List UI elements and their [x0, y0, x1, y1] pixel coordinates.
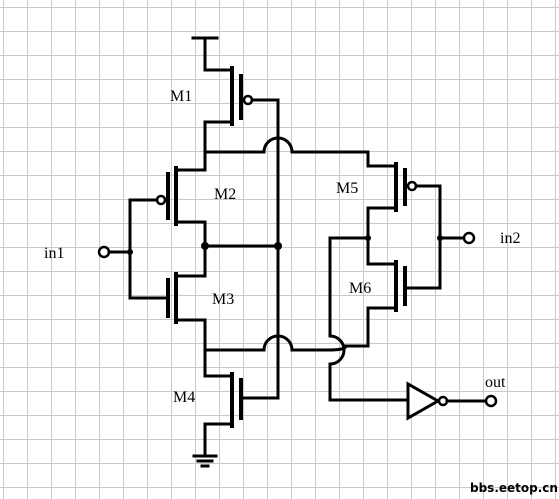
transistor-m5 [366, 162, 442, 266]
transistor-m3 [128, 272, 207, 378]
vdd-supply-icon [191, 36, 219, 72]
wire-output-node [326, 235, 410, 402]
label-out: out [485, 374, 506, 391]
watermark: bbs.eetop.cn [470, 481, 558, 495]
label-m4: M4 [173, 389, 195, 406]
wire-middle-node [201, 242, 282, 250]
transistor-m2 [128, 150, 207, 278]
in2-input[interactable] [437, 184, 476, 290]
label-m6: M6 [349, 280, 371, 297]
ground-icon [192, 454, 218, 468]
transistor-m6 [366, 260, 442, 348]
label-in1: in1 [44, 245, 64, 262]
label-in2: in2 [500, 230, 520, 247]
wire-m1-to-m5 [203, 136, 370, 168]
label-m1: M1 [170, 88, 192, 105]
out-pin[interactable] [484, 394, 498, 408]
label-m5: M5 [336, 180, 358, 197]
label-m3: M3 [212, 291, 234, 308]
in1-input[interactable] [97, 198, 133, 300]
transistor-m4 [203, 372, 280, 458]
label-m2: M2 [214, 186, 236, 203]
inverter-icon [406, 381, 488, 421]
wire-m3-to-inverter [203, 334, 330, 352]
transistor-m1 [203, 66, 280, 154]
